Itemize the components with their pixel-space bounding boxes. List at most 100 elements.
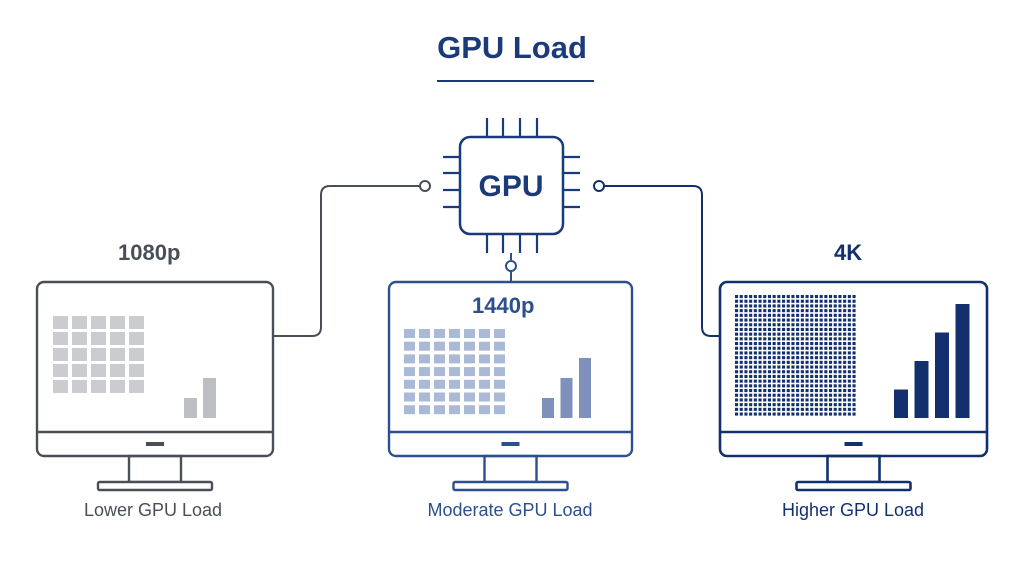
pixel-cell <box>763 370 767 374</box>
pixel-cell <box>819 351 823 355</box>
pixel-cell <box>758 332 762 336</box>
pixel-cell <box>852 412 856 416</box>
pixel-cell <box>810 384 814 388</box>
pixel-cell <box>749 327 753 331</box>
monitor-stand-neck <box>826 454 881 484</box>
pixel-cell <box>772 360 776 364</box>
pixel-cell <box>763 398 767 402</box>
pixel-cell <box>782 327 786 331</box>
pixel-cell <box>843 393 847 397</box>
pixel-cell <box>843 304 847 308</box>
pixel-cell <box>749 393 753 397</box>
pixel-cell <box>772 393 776 397</box>
pixel-cell <box>744 356 748 360</box>
pixel-cell <box>833 304 837 308</box>
pixel-cell <box>814 304 818 308</box>
pixel-cell <box>494 341 505 351</box>
pixel-cell <box>786 299 790 303</box>
pixel-cell <box>767 299 771 303</box>
pixel-cell <box>777 327 781 331</box>
pixel-cell <box>838 407 842 411</box>
caption-moderate-load: Moderate GPU Load <box>427 500 593 520</box>
pixel-cell <box>819 309 823 313</box>
pixel-cell <box>829 393 833 397</box>
pixel-cell <box>772 318 776 322</box>
pixel-cell <box>800 407 804 411</box>
pixel-cell <box>786 407 790 411</box>
pixel-cell <box>767 295 771 299</box>
pixel-cell <box>800 370 804 374</box>
pixel-cell <box>796 299 800 303</box>
pixel-cell <box>744 403 748 407</box>
load-bar-4k-3 <box>935 332 949 418</box>
pixel-cell <box>753 299 757 303</box>
pixel-cell <box>749 370 753 374</box>
pixel-cell <box>782 304 786 308</box>
pixel-cell <box>758 327 762 331</box>
pixel-cell <box>763 384 767 388</box>
pixel-cell <box>772 356 776 360</box>
pixel-cell <box>824 332 828 336</box>
pixel-cell <box>772 299 776 303</box>
pixel-cell <box>805 360 809 364</box>
pixel-cell <box>777 323 781 327</box>
pixel-cell <box>829 304 833 308</box>
pixel-cell <box>434 392 445 402</box>
pixel-cell <box>833 412 837 416</box>
pixel-cell <box>782 374 786 378</box>
pixel-cell <box>838 346 842 350</box>
pixel-cell <box>847 403 851 407</box>
pixel-cell <box>824 374 828 378</box>
pixel-cell <box>782 393 786 397</box>
pixel-cell <box>404 392 415 402</box>
monitor-stand-base <box>452 480 569 492</box>
pixel-cell <box>791 356 795 360</box>
pixel-cell <box>847 370 851 374</box>
pixel-cell <box>829 360 833 364</box>
pixel-cell <box>838 393 842 397</box>
pixel-cell <box>753 407 757 411</box>
pixel-cell <box>829 313 833 317</box>
pixel-cell <box>847 398 851 402</box>
pixel-cell <box>852 365 856 369</box>
pixel-cell <box>767 389 771 393</box>
pixel-cell <box>777 370 781 374</box>
pixel-cell <box>763 323 767 327</box>
pixel-cell <box>810 299 814 303</box>
pixel-cell <box>777 360 781 364</box>
pixel-cell <box>800 304 804 308</box>
pixel-cell <box>763 327 767 331</box>
pixel-cell <box>777 304 781 308</box>
pixel-cell <box>829 389 833 393</box>
pixel-cell <box>843 360 847 364</box>
pixel-cell <box>763 360 767 364</box>
pixel-cell <box>782 384 786 388</box>
pixel-cell <box>796 313 800 317</box>
pixel-cell <box>810 370 814 374</box>
pixel-cell <box>744 393 748 397</box>
pixel-cell <box>494 405 505 415</box>
pixel-cell <box>786 318 790 322</box>
pixel-cell <box>91 364 106 377</box>
pixel-cell <box>753 360 757 364</box>
pixel-cell <box>772 337 776 341</box>
pixel-cell <box>744 374 748 378</box>
pixel-cell <box>800 295 804 299</box>
pixel-cell <box>819 360 823 364</box>
pixel-cell <box>434 379 445 389</box>
pixel-cell <box>744 295 748 299</box>
pixel-cell <box>739 407 743 411</box>
connector-node-bottom <box>505 260 517 272</box>
pixel-cell <box>782 309 786 313</box>
pixel-cell <box>814 346 818 350</box>
pixel-cell <box>404 354 415 364</box>
pixel-cell <box>838 332 842 336</box>
pixel-cell <box>810 337 814 341</box>
pixel-cell <box>843 323 847 327</box>
pixel-cell <box>772 323 776 327</box>
pixel-cell <box>805 370 809 374</box>
pixel-cell <box>753 323 757 327</box>
pixel-cell <box>772 398 776 402</box>
pixel-cell <box>838 323 842 327</box>
pixel-cell <box>53 364 68 377</box>
